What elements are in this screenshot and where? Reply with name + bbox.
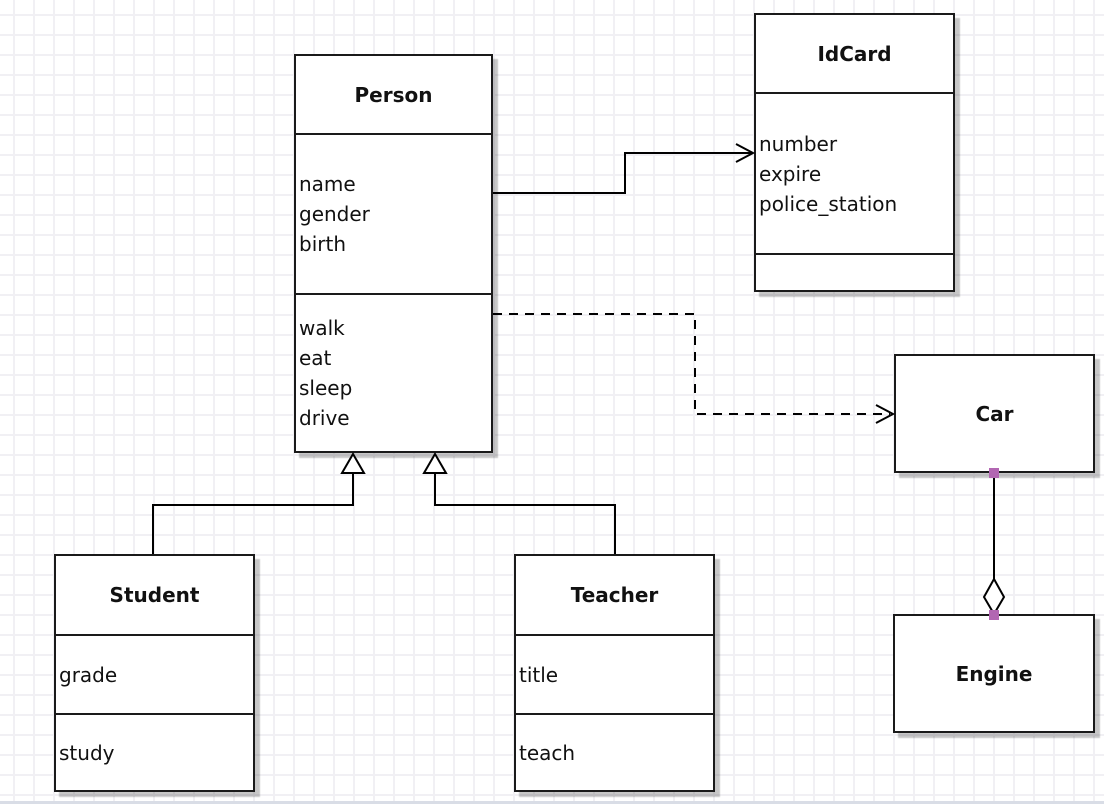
class-box-engine[interactable]: Engine	[893, 614, 1095, 733]
dependency-line[interactable]	[493, 313, 890, 415]
student-attr-grade: grade	[59, 662, 118, 687]
connector-aggregation-car-engine[interactable]	[982, 468, 1006, 620]
attributes-section-teacher: title	[516, 636, 713, 715]
association-line[interactable]	[493, 152, 752, 194]
class-title-car: Car	[975, 401, 1014, 426]
generalization-line[interactable]	[152, 473, 354, 554]
methods-section-student: study	[56, 715, 253, 790]
idcard-attr-expire: expire	[759, 161, 822, 186]
methods-section-teacher: teach	[516, 715, 713, 790]
connector-dependency-person-car[interactable]	[493, 313, 896, 424]
class-box-person[interactable]: Person name gender birth walk eat sleep …	[294, 54, 493, 453]
open-arrowhead-icon	[875, 404, 896, 424]
person-attr-gender: gender	[299, 202, 370, 226]
hollow-triangle-icon	[340, 452, 366, 474]
person-method-eat: eat	[299, 346, 332, 370]
hollow-diamond-icon	[982, 576, 1006, 616]
person-method-sleep: sleep	[299, 376, 353, 400]
endpoint-handle-car[interactable]	[989, 468, 999, 478]
class-title-idcard: IdCard	[756, 15, 953, 94]
class-box-student[interactable]: Student grade study	[54, 554, 255, 792]
class-title-engine: Engine	[955, 661, 1033, 686]
idcard-attr-police-station: police_station	[759, 191, 898, 216]
window-bottom-edge	[0, 801, 1104, 804]
teacher-attr-title: title	[519, 662, 559, 687]
person-method-walk: walk	[299, 316, 345, 340]
generalization-line[interactable]	[434, 473, 616, 554]
class-title-student: Student	[56, 556, 253, 636]
person-method-drive: drive	[299, 406, 350, 430]
attributes-section-person: name gender birth	[296, 135, 491, 295]
connector-association-person-idcard[interactable]	[493, 143, 756, 194]
class-box-idcard[interactable]: IdCard number expire police_station	[754, 13, 955, 292]
person-attr-name: name	[299, 172, 356, 196]
connector-generalization-teacher-person[interactable]	[422, 452, 616, 554]
teacher-method-teach: teach	[519, 740, 576, 765]
person-attr-birth: birth	[299, 232, 346, 256]
student-method-study: study	[59, 740, 115, 765]
class-title-person: Person	[296, 56, 491, 135]
open-arrowhead-icon	[735, 143, 756, 163]
attributes-section-student: grade	[56, 636, 253, 715]
attributes-section-idcard: number expire police_station	[756, 94, 953, 255]
endpoint-handle-engine[interactable]	[989, 610, 999, 620]
class-box-teacher[interactable]: Teacher title teach	[514, 554, 715, 792]
class-title-teacher: Teacher	[516, 556, 713, 636]
methods-section-person: walk eat sleep drive	[296, 295, 491, 451]
idcard-attr-number: number	[759, 131, 838, 156]
hollow-triangle-icon	[422, 452, 448, 474]
connector-generalization-student-person[interactable]	[152, 452, 366, 554]
